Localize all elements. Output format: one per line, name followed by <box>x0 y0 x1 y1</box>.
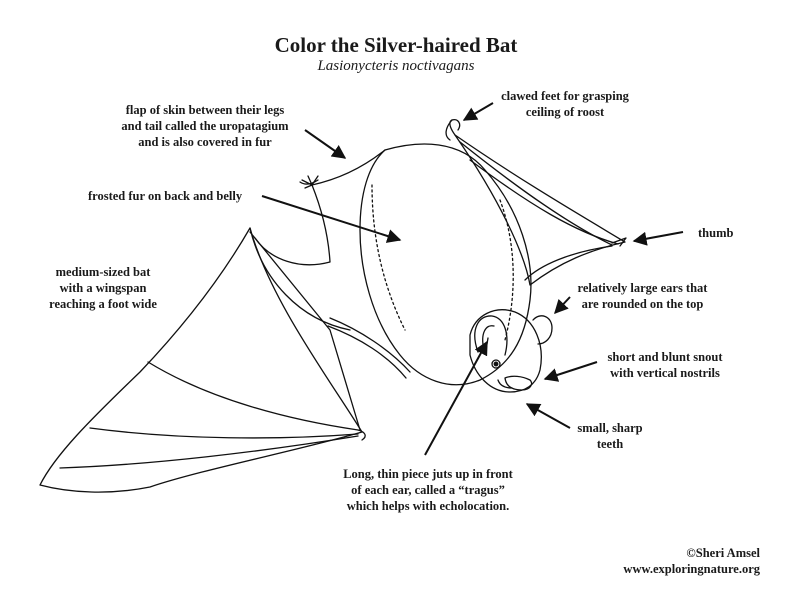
left-wing <box>39 227 363 493</box>
label-ears: relatively large ears that are rounded o… <box>577 281 708 311</box>
label-teeth: small, sharp teeth <box>577 421 643 451</box>
label-tragus: Long, thin piece juts up in front of eac… <box>343 467 513 513</box>
pointer-uropatagium <box>304 129 347 159</box>
credit: ©Sheri Amsel www.exploringnature.org <box>590 545 760 577</box>
label-uropatagium: flap of skin between their legs and tail… <box>121 103 289 149</box>
website-link[interactable]: www.exploringnature.org <box>623 562 760 576</box>
label-clawed-feet: clawed feet for grasping ceiling of roos… <box>501 89 629 119</box>
label-size: medium-sized bat with a wingspan reachin… <box>49 265 157 311</box>
pointer-fur <box>261 195 402 243</box>
snout <box>504 375 533 391</box>
label-fur: frosted fur on back and belly <box>88 189 243 203</box>
uropatagium <box>254 149 386 266</box>
scientific-name: Lasionycteris noctivagans <box>317 58 475 74</box>
pointer-feet <box>462 102 494 121</box>
label-snout: short and blunt snout with vertical nost… <box>607 350 723 380</box>
head <box>469 309 542 393</box>
pointer-snout <box>543 361 598 382</box>
forearm <box>329 317 411 373</box>
pointer-teeth <box>525 403 571 429</box>
clawed-feet <box>449 118 461 136</box>
body <box>359 143 532 386</box>
pointer-ears <box>554 296 571 315</box>
page-title: Color the Silver-haired Bat <box>274 33 518 57</box>
pointer-thumb <box>632 231 684 246</box>
ear <box>474 315 508 356</box>
pointer-tragus <box>424 340 488 456</box>
author-credit: ©Sheri Amsel <box>686 546 760 560</box>
label-thumb: thumb <box>698 226 734 240</box>
left-foot <box>301 175 319 189</box>
